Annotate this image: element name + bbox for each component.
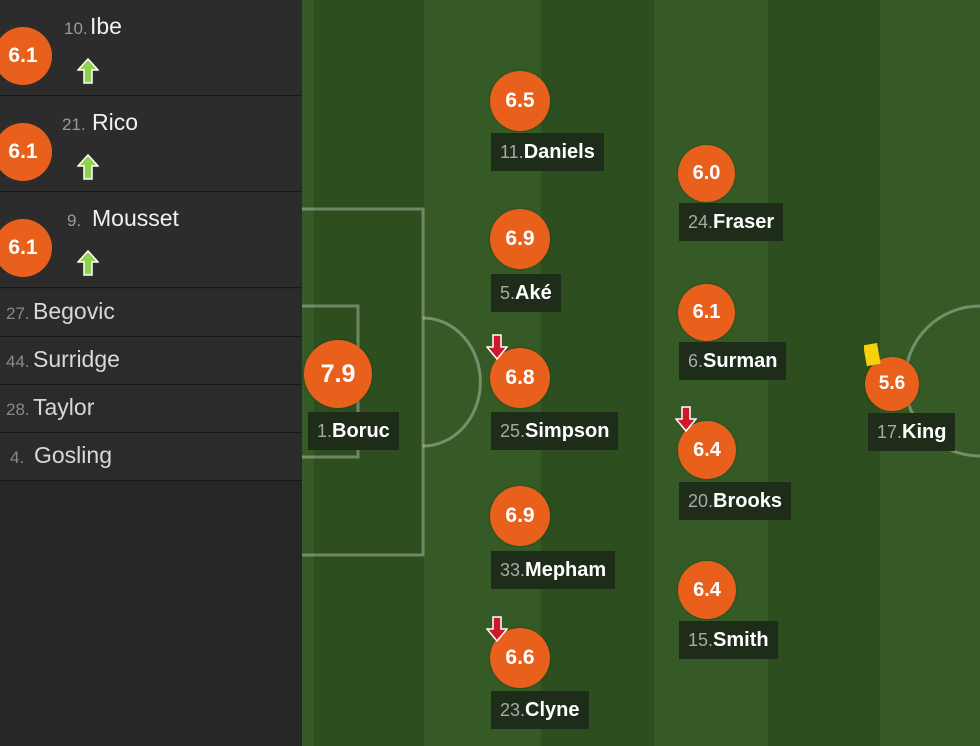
player-name: King	[902, 420, 947, 443]
arrow-down-icon	[675, 406, 697, 432]
player-rating-badge: 6.8	[490, 348, 550, 408]
shirt-number: 28.	[6, 400, 30, 419]
arrow-up-icon	[77, 58, 99, 84]
player-name-label: 17.King	[868, 413, 956, 451]
shirt-number: 10.	[64, 19, 88, 38]
shirt-number: 15.	[688, 629, 714, 650]
substitutes-sidebar: 6.1 10. Ibe 6.1 21. Rico 6.1 9. Mousset …	[0, 0, 302, 746]
player-name-label: 33.Mepham	[491, 551, 616, 589]
player-rating-badge: 6.1	[678, 284, 735, 341]
arrow-up-icon	[77, 154, 99, 180]
arrow-down-icon	[486, 616, 508, 642]
player-name: Gosling	[34, 442, 112, 468]
player-rating-badge: 6.9	[490, 486, 550, 546]
shirt-number: 6.	[688, 350, 704, 371]
shirt-number: 17.	[877, 421, 903, 442]
player-name: Mepham	[525, 558, 607, 581]
player-rating-badge: 6.1	[0, 219, 52, 277]
arrow-down-icon	[486, 334, 508, 360]
player-name: Simpson	[525, 419, 610, 442]
player-name: Clyne	[525, 698, 580, 721]
player-name: Surman	[703, 349, 778, 372]
player-name: Mousset	[92, 205, 179, 231]
player-name: Aké	[515, 281, 552, 304]
shirt-number: 9.	[67, 211, 82, 230]
player-name-label: 6.Surman	[679, 342, 787, 380]
player-name: Taylor	[33, 394, 95, 420]
player-rating-badge: 6.4	[678, 561, 736, 619]
player-name-label: 11.Daniels	[491, 133, 604, 171]
player-name-label: 20.Brooks	[679, 482, 791, 520]
sub-row-mousset[interactable]: 6.1 9. Mousset	[0, 192, 302, 288]
player-name: Rico	[92, 109, 139, 135]
bench-row-gosling[interactable]: 4. Gosling	[0, 433, 302, 481]
shirt-number: 1.	[317, 420, 333, 441]
shirt-number: 21.	[62, 115, 86, 134]
sub-row-rico[interactable]: 6.1 21. Rico	[0, 96, 302, 192]
player-name: Boruc	[332, 419, 390, 442]
player-rating-badge: 7.9	[304, 340, 372, 408]
player-rating-badge: 6.4	[678, 421, 736, 479]
player-rating-badge: 6.5	[490, 71, 550, 131]
player-rating-badge: 6.1	[0, 27, 52, 85]
player-rating-badge: 5.6	[865, 357, 919, 411]
player-name-label: 5.Aké	[491, 274, 561, 312]
player-name-label: 25.Simpson	[491, 412, 619, 450]
player-name: Daniels	[523, 140, 595, 163]
player-name: Brooks	[713, 489, 782, 512]
player-name: Surridge	[33, 346, 120, 372]
shirt-number: 24.	[688, 211, 714, 232]
yellow-card-icon	[864, 343, 881, 367]
shirt-number: 23.	[500, 699, 526, 720]
shirt-number: 11.	[500, 141, 524, 162]
player-name-label: 15.Smith	[679, 621, 778, 659]
player-name: Fraser	[713, 210, 775, 233]
player-name: Smith	[713, 628, 769, 651]
player-rating-badge: 6.0	[678, 145, 735, 202]
sub-row-ibe[interactable]: 6.1 10. Ibe	[0, 0, 302, 96]
shirt-number: 4.	[10, 448, 25, 467]
shirt-number: 20.	[688, 490, 714, 511]
player-name-label: 24.Fraser	[679, 203, 784, 241]
shirt-number: 5.	[500, 282, 516, 303]
player-name-label: 23.Clyne	[491, 691, 589, 729]
shirt-number: 33.	[500, 559, 526, 580]
bench-row-taylor[interactable]: 28. Taylor	[0, 385, 302, 433]
bench-row-surridge[interactable]: 44. Surridge	[0, 337, 302, 385]
shirt-number: 44.	[6, 352, 30, 371]
player-rating-badge: 6.1	[0, 123, 52, 181]
player-name-label: 1.Boruc	[308, 412, 399, 450]
shirt-number: 25.	[500, 420, 526, 441]
player-rating-badge: 6.9	[490, 209, 550, 269]
arrow-up-icon	[77, 250, 99, 276]
player-name: Ibe	[90, 13, 122, 39]
shirt-number: 27.	[6, 304, 30, 323]
bench-row-begovic[interactable]: 27. Begovic	[0, 289, 302, 337]
player-name: Begovic	[33, 298, 115, 324]
